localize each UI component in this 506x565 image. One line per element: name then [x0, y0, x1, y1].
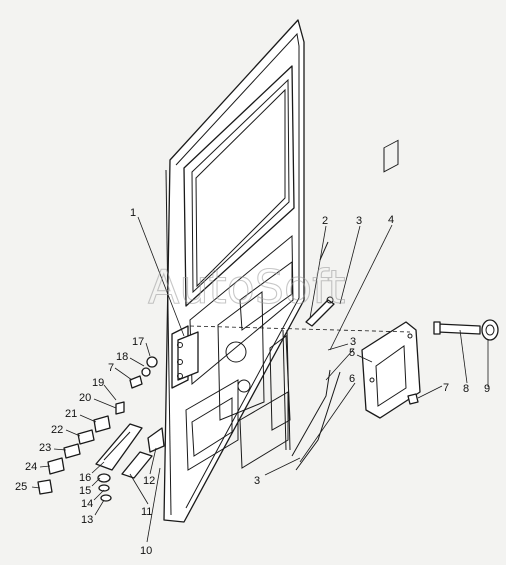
callout-11: 11 [141, 506, 152, 518]
rod-bracket [305, 241, 335, 327]
callout-8: 8 [463, 383, 469, 395]
leader-lines [31, 216, 489, 543]
handle-plate [361, 139, 421, 419]
callout-7: 7 [108, 362, 114, 374]
callout-14: 14 [81, 498, 93, 510]
callout-18: 18 [116, 351, 128, 363]
callout-5: 5 [349, 347, 355, 359]
callout-13: 13 [81, 514, 93, 526]
callout-15: 15 [79, 485, 91, 497]
callout-1: 1 [130, 207, 136, 219]
callout-22: 22 [51, 424, 63, 436]
callout-16: 16 [79, 472, 91, 484]
handle-knob [481, 319, 499, 341]
callout-2: 2 [322, 215, 328, 227]
callout-19: 19 [92, 377, 104, 389]
bolt-right [407, 393, 419, 405]
callout-9: 9 [484, 383, 490, 395]
callout-3: 3 [254, 475, 260, 487]
callout-23: 23 [39, 442, 51, 454]
callout-24: 24 [25, 461, 37, 473]
watermark: AutoSoft [148, 260, 346, 314]
callout-7: 7 [443, 382, 449, 394]
door-panel [163, 19, 341, 523]
callout-4: 4 [388, 214, 394, 226]
handle-pin [433, 321, 481, 335]
callout-3: 3 [350, 336, 356, 348]
small-parts [37, 356, 165, 502]
callout-20: 20 [79, 392, 91, 404]
callout-25: 25 [15, 481, 27, 493]
callout-6: 6 [349, 373, 355, 385]
callout-12: 12 [143, 475, 155, 487]
callout-10: 10 [140, 545, 152, 557]
alignment-line [189, 325, 411, 333]
callout-21: 21 [65, 408, 77, 420]
callout-17: 17 [132, 336, 144, 348]
callout-3: 3 [356, 215, 362, 227]
callout-labels: 1 2 3 4 3 5 6 3 7 8 9 10 11 12 13 14 15 … [15, 207, 490, 557]
